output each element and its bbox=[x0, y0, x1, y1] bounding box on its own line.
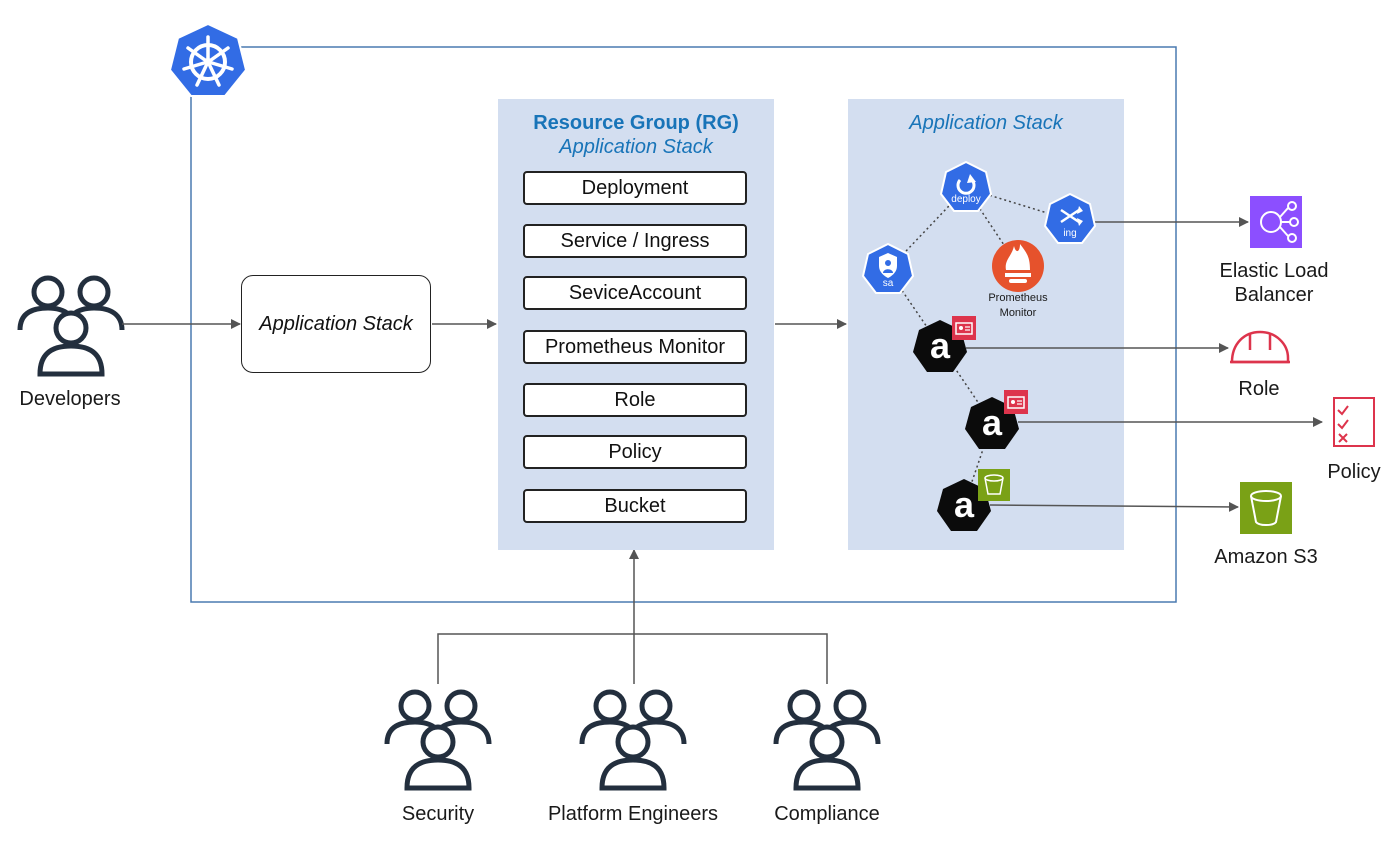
sa-node-label: sa bbox=[882, 278, 894, 289]
resource-group-subtitle: Application Stack bbox=[559, 136, 713, 158]
platform-engineers-label: Platform Engineers bbox=[547, 803, 719, 825]
ing-node-label: ing bbox=[1063, 228, 1077, 239]
rg-item-service-ingress: Service / Ingress bbox=[523, 224, 747, 258]
role-label: Role bbox=[1238, 378, 1280, 400]
elastic-load-balancer-icon bbox=[1250, 196, 1302, 248]
resource-group-panel: Resource Group (RG) Application Stack De… bbox=[498, 99, 774, 550]
deploy-icon bbox=[939, 160, 993, 212]
policy-label: Policy bbox=[1327, 461, 1381, 483]
iam-role-helmet-icon bbox=[1230, 330, 1290, 364]
application-stack-panel-title: Application Stack bbox=[909, 112, 1063, 134]
developers-label: Developers bbox=[19, 388, 121, 410]
application-stack-label: Application Stack bbox=[259, 312, 413, 335]
prometheus-label-line2: Monitor bbox=[999, 307, 1037, 319]
ingress-icon bbox=[1043, 192, 1097, 244]
iam-policy-checklist-icon bbox=[1333, 397, 1375, 447]
elb-label-line2: Balancer bbox=[1234, 284, 1314, 306]
prometheus-icon bbox=[992, 240, 1044, 292]
rg-item-policy: Policy bbox=[523, 435, 747, 469]
prometheus-monitor-label: Prometheus Monitor bbox=[978, 291, 1058, 321]
iam-role-badge-icon bbox=[952, 316, 976, 340]
s3-label: Amazon S3 bbox=[1214, 546, 1318, 568]
resource-group-title: Resource Group (RG) bbox=[533, 112, 739, 134]
ack-controller-icon bbox=[937, 479, 991, 531]
application-stack-box: Application Stack bbox=[241, 275, 431, 373]
security-label: Security bbox=[401, 803, 475, 825]
service-account-icon bbox=[861, 242, 915, 294]
elb-label-line1: Elastic Load bbox=[1219, 260, 1329, 282]
ack-letter: a bbox=[981, 402, 1003, 443]
rg-item-serviceaccount: SeviceAccount bbox=[523, 276, 747, 310]
ack-letter: a bbox=[953, 484, 975, 525]
elb-label: Elastic Load Balancer bbox=[1200, 259, 1348, 307]
ack-letter: a bbox=[929, 325, 951, 366]
ack-to-s3-arrow bbox=[989, 501, 1239, 512]
s3-bucket-badge-icon bbox=[978, 469, 1010, 501]
rg-item-role: Role bbox=[523, 383, 747, 417]
kubernetes-icon bbox=[168, 22, 248, 97]
rg-item-prometheus-monitor: Prometheus Monitor bbox=[523, 330, 747, 364]
compliance-label: Compliance bbox=[774, 803, 880, 825]
rg-item-bucket: Bucket bbox=[523, 489, 747, 523]
prometheus-label-line1: Prometheus bbox=[988, 292, 1048, 304]
deploy-node-label: deploy bbox=[951, 194, 981, 205]
iam-policy-badge-icon bbox=[1004, 390, 1028, 414]
rg-item-deployment: Deployment bbox=[523, 171, 747, 205]
teams-connector bbox=[437, 549, 828, 684]
s3-bucket-icon bbox=[1240, 482, 1292, 534]
